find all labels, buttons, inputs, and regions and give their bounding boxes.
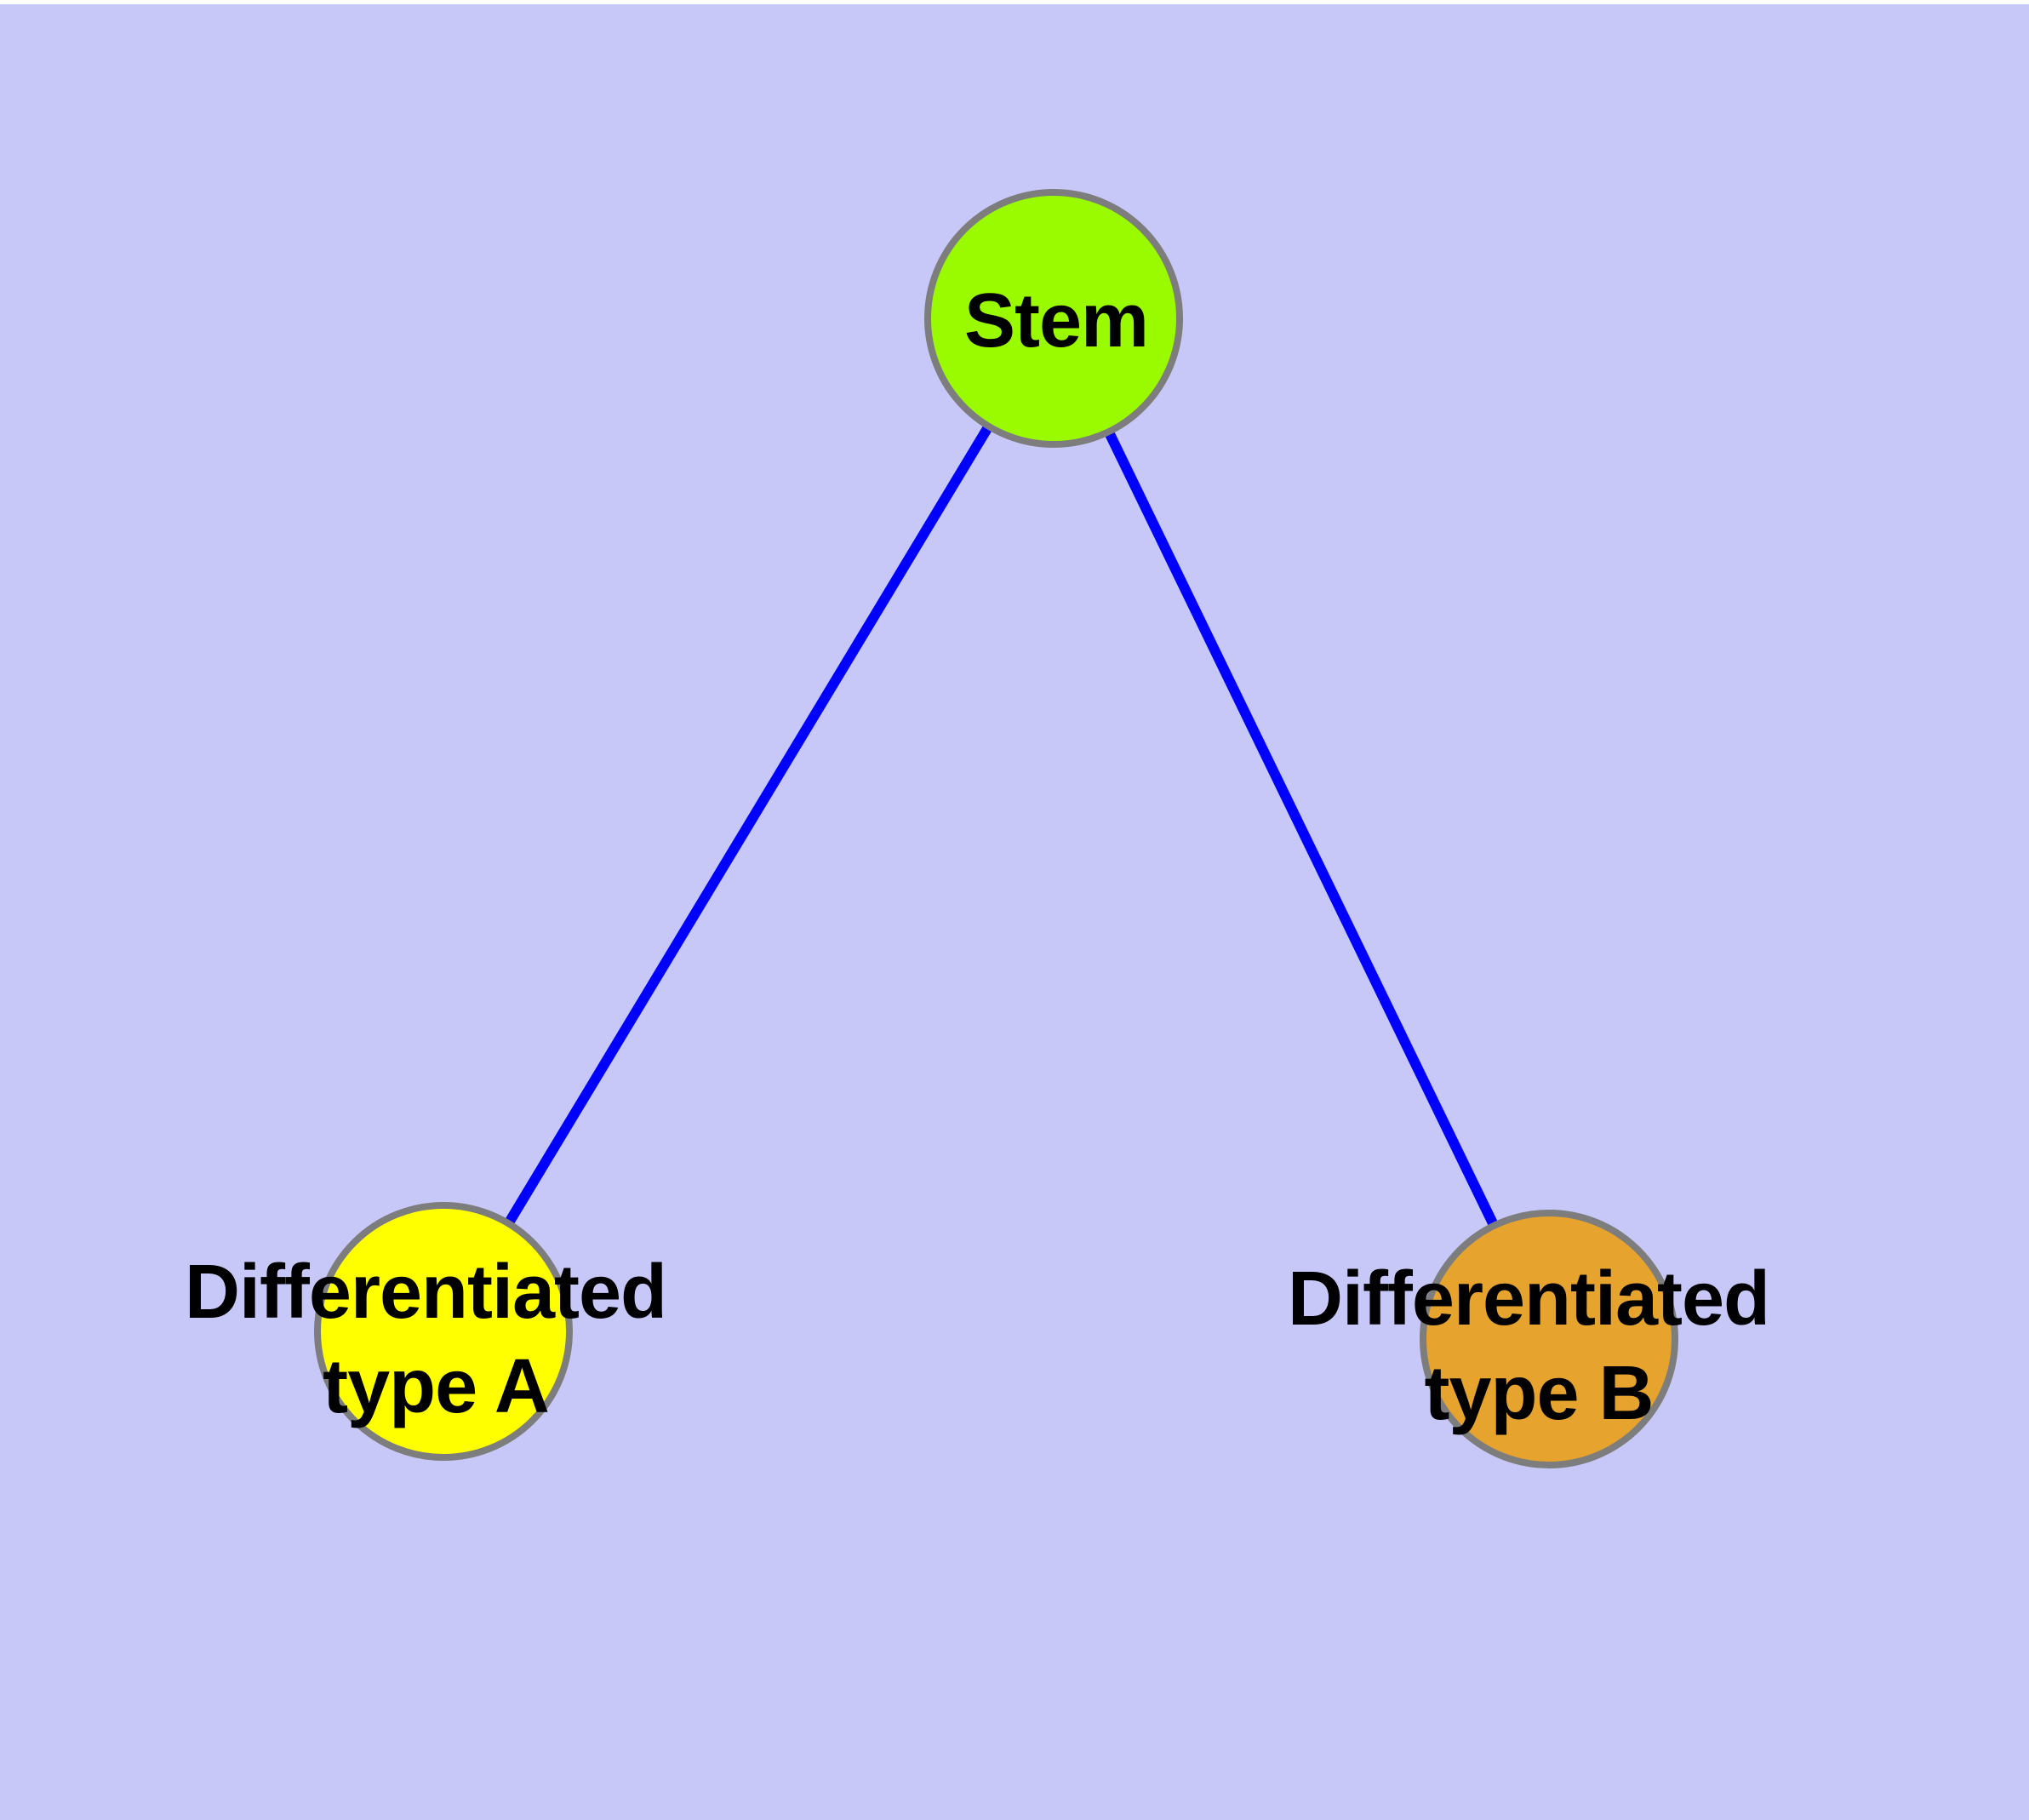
node-type-a-label-line1: Differentiated: [185, 1250, 666, 1335]
node-type-b-label-line2: type B: [1424, 1351, 1653, 1436]
node-type-b-label-line1: Differentiated: [1288, 1256, 1769, 1342]
node-type-a-label-line2: type A: [323, 1344, 549, 1429]
node-stem-circle: [924, 189, 1183, 448]
node-type-b-label: Differentiated type B: [1288, 1256, 1790, 1436]
node-type-a-label: Differentiated type A: [185, 1250, 687, 1429]
edge-stem-to-type-a: [438, 315, 1059, 1335]
node-type-b-circle: [1420, 1210, 1678, 1468]
node-stem-label: Stem: [964, 278, 1148, 363]
edge-stem-to-type-b: [1049, 316, 1554, 1342]
node-type-a-circle: [314, 1202, 573, 1461]
